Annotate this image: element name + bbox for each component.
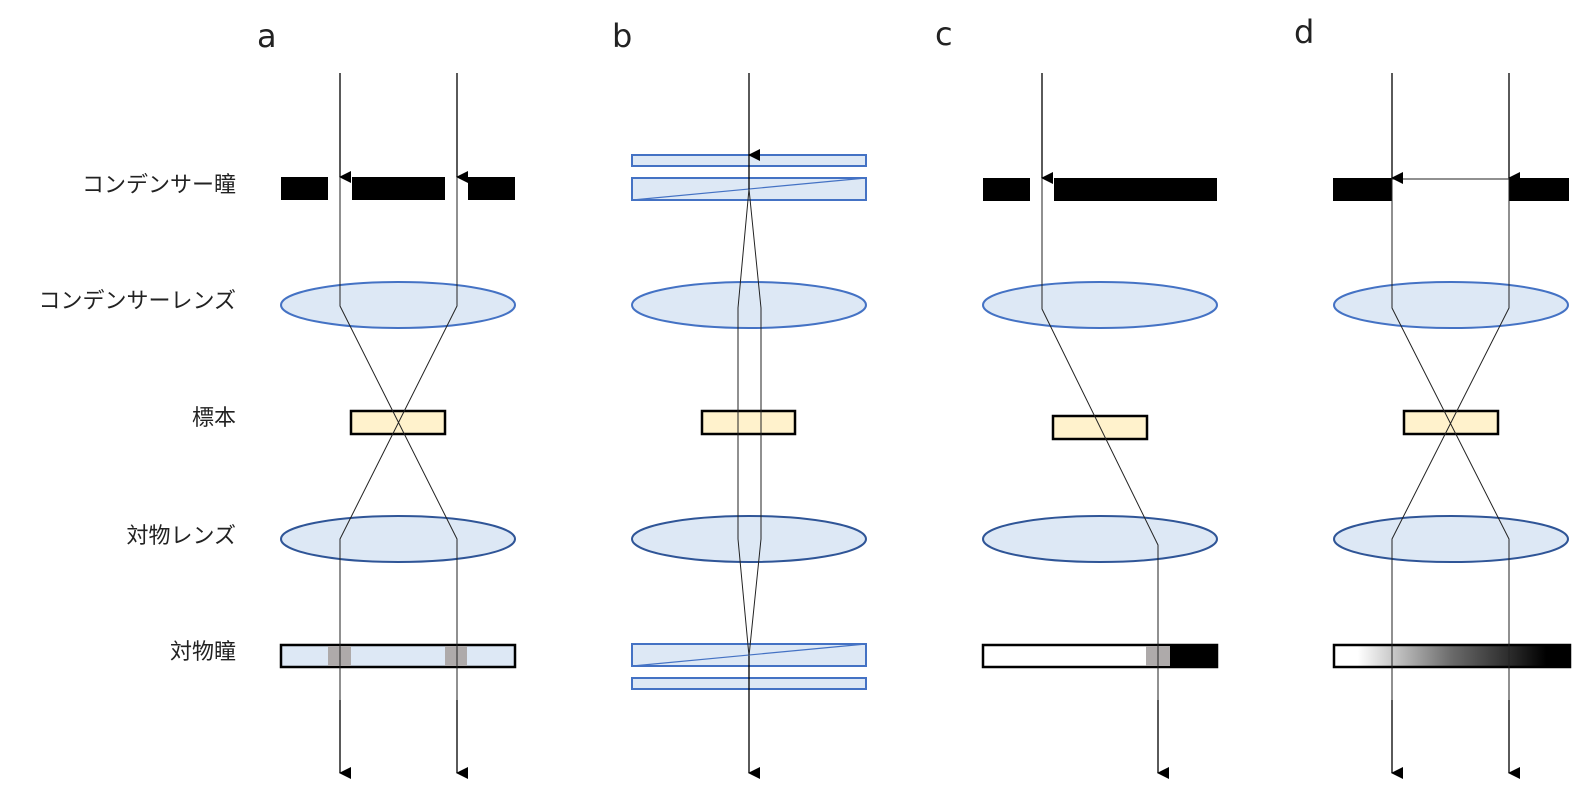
objective-lens	[631, 515, 867, 563]
panel-c: c	[935, 15, 1219, 779]
condenser-annulus-stop	[281, 177, 328, 200]
condenser-lens	[1333, 281, 1569, 329]
row-labels: コンデンサー瞳 コンデンサーレンズ 標本 対物レンズ 対物瞳	[38, 173, 236, 665]
panel-letter-b: b	[612, 17, 632, 55]
condenser-annulus-stop	[468, 177, 515, 200]
light-ray-split	[737, 188, 750, 657]
light-ray	[339, 177, 458, 773]
condenser-annulus-stop	[352, 177, 445, 200]
condenser-aperture-stop	[1333, 178, 1392, 201]
condenser-lens	[280, 281, 516, 329]
gradient-pupil	[1332, 643, 1572, 669]
objective-pupil	[279, 643, 517, 669]
condenser-slit-stop	[983, 178, 1030, 201]
label-condenser-pupil: コンデンサー瞳	[82, 173, 236, 198]
objective-lens	[1333, 515, 1569, 563]
objective-lens	[982, 515, 1218, 563]
light-ray	[339, 177, 458, 773]
condenser-lens	[631, 281, 867, 329]
light-ray	[1391, 178, 1510, 773]
panel-letter-d: d	[1294, 13, 1314, 51]
condenser-slit-stop	[1054, 178, 1217, 201]
panel-b: b	[612, 17, 867, 779]
panel-letter-c: c	[935, 15, 953, 53]
light-ray	[1041, 178, 1159, 773]
label-objective-pupil: 対物瞳	[170, 640, 236, 665]
modulator-dark-zone	[1170, 645, 1217, 667]
panel-d: d	[1294, 13, 1572, 779]
specimen	[700, 409, 797, 436]
label-objective-lens: 対物レンズ	[126, 524, 236, 549]
objective-lens	[280, 515, 516, 563]
condenser-lens	[982, 281, 1218, 329]
panel-a: a	[257, 17, 517, 779]
condenser-aperture-stop	[1509, 178, 1569, 201]
panel-letter-a: a	[257, 17, 277, 55]
light-ray-split	[748, 188, 762, 657]
phase-ring	[445, 646, 467, 666]
label-condenser-lens: コンデンサーレンズ	[38, 289, 236, 314]
light-ray	[1391, 178, 1510, 773]
label-specimen: 標本	[192, 406, 236, 431]
